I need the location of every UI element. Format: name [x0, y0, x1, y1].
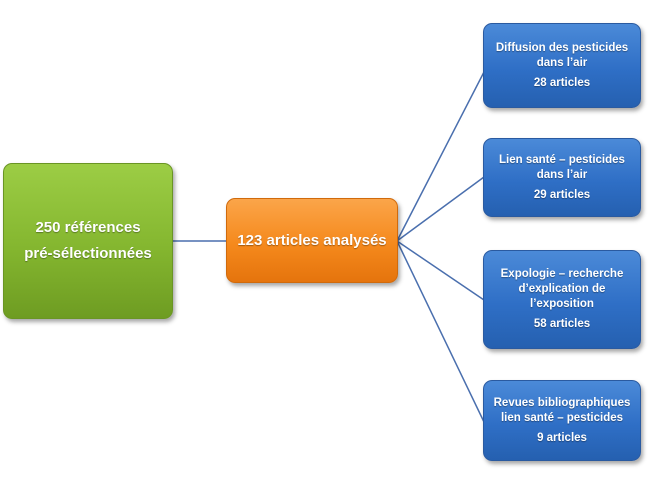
leaf-node-revues: Revues bibliographiques lien santé – pes…	[483, 380, 641, 461]
middle-label: 123 articles analysés	[237, 232, 387, 249]
leaf-node-diffusion: Diffusion des pesticides dans l’air 28 a…	[483, 23, 641, 108]
root-node: 250 références pré-sélectionnées	[3, 163, 173, 319]
leaf-1-line-1: Diffusion des pesticides	[495, 41, 629, 54]
leaf-3-line-1: Expologie – recherche	[500, 268, 624, 280]
leaf-1-count: 28 articles	[533, 76, 591, 89]
leaf-node-lien-sante: Lien santé – pesticides dans l’air 29 ar…	[483, 138, 641, 217]
connector-middle-leaf-3	[396, 240, 485, 301]
leaf-3-count: 58 articles	[533, 318, 591, 330]
connector-middle-leaf-4	[396, 240, 485, 423]
connector-middle-leaf-1	[396, 71, 485, 242]
leaf-3-line-3: l’exposition	[530, 298, 594, 310]
root-line-2: pré-sélectionnées	[24, 245, 152, 262]
root-line-1: 250 références	[35, 219, 141, 236]
leaf-2-count: 29 articles	[533, 188, 591, 201]
leaf-4-line-1: Revues bibliographiques	[493, 396, 631, 409]
middle-node: 123 articles analysés	[226, 198, 398, 283]
leaf-node-expologie: Expologie – recherche d’explication de l…	[483, 250, 641, 349]
leaf-3-line-2: d’explication de	[518, 283, 606, 295]
leaf-2-line-1: Lien santé – pesticides	[499, 153, 625, 166]
leaf-4-count: 9 articles	[537, 431, 587, 444]
leaf-1-line-2: dans l’air	[536, 56, 588, 69]
leaf-4-line-2: lien santé – pesticides	[500, 411, 624, 424]
connector-middle-leaf-2	[396, 176, 485, 242]
leaf-2-line-2: dans l’air	[536, 168, 588, 181]
